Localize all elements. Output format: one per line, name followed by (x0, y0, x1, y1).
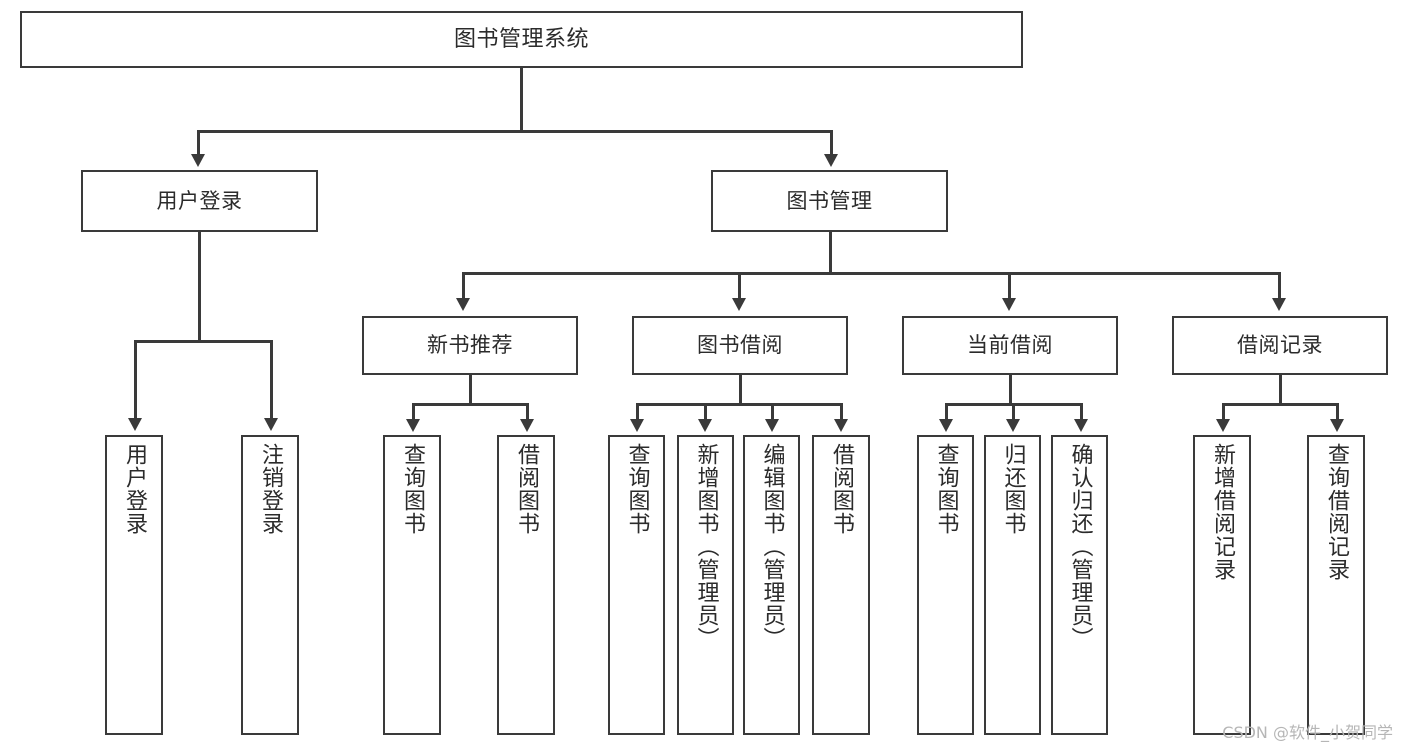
arrow-icon-root-2 (824, 154, 838, 167)
leaf-current-borrow-query[interactable]: 查询图书 (917, 435, 974, 735)
node-label: 新增图书（管理员） (693, 443, 719, 650)
leaf-book-borrow-edit[interactable]: 编辑图书（管理员） (743, 435, 800, 735)
leaf-book-borrow-add[interactable]: 新增图书（管理员） (677, 435, 734, 735)
connector-currentborrow-drop-2 (1012, 403, 1015, 421)
arrow-icon-bookborrow-3 (765, 419, 779, 432)
connector-bookmgmt-stem (829, 232, 832, 272)
connector-bookborrow-drop-1 (636, 403, 639, 421)
connector-newbook-drop-1 (412, 403, 415, 421)
node-label: 新增借阅记录 (1210, 443, 1235, 581)
connector-borrowrecord-bus (1222, 403, 1338, 406)
arrow-icon-bookborrow-2 (698, 419, 712, 432)
connector-currentborrow-drop-3 (1080, 403, 1083, 421)
connector-userlogin-stem (198, 232, 201, 340)
leaf-borrow-record-query[interactable]: 查询借阅记录 (1307, 435, 1365, 735)
node-label: 借阅图书 (829, 443, 854, 535)
connector-root-bus (197, 130, 832, 133)
node-label: 查询借阅记录 (1324, 443, 1349, 581)
connector-bookborrow-stem (739, 375, 742, 403)
connector-currentborrow-drop-1 (945, 403, 948, 421)
leaf-borrow-record-add[interactable]: 新增借阅记录 (1193, 435, 1251, 735)
connector-bookmgmt-drop-3 (1008, 272, 1011, 300)
connector-bookborrow-drop-3 (771, 403, 774, 421)
watermark-text: CSDN @软件_小贺同学 (1222, 723, 1393, 742)
connector-borrowrecord-drop-2 (1336, 403, 1339, 421)
connector-borrowrecord-stem (1279, 375, 1282, 403)
connector-userlogin-drop-2 (270, 340, 273, 420)
connector-currentborrow-stem (1009, 375, 1012, 403)
connector-root-drop-1 (197, 130, 200, 156)
arrow-icon-bookborrow-1 (630, 419, 644, 432)
node-label: 用户登录 (156, 188, 243, 213)
leaf-book-borrow-borrow[interactable]: 借阅图书 (812, 435, 870, 735)
connector-borrowrecord-drop-1 (1222, 403, 1225, 421)
arrow-icon-userlogin-1 (128, 418, 142, 431)
node-label: 图书借阅 (697, 333, 783, 358)
leaf-user-login-login[interactable]: 用户登录 (105, 435, 163, 735)
connector-bookborrow-bus (636, 403, 842, 406)
connector-bookmgmt-drop-1 (462, 272, 465, 300)
connector-userlogin-bus (134, 340, 272, 343)
connector-bookmgmt-drop-4 (1278, 272, 1281, 300)
connector-root-stem (520, 68, 523, 130)
connector-bookmgmt-drop-2 (738, 272, 741, 300)
arrow-icon-currentborrow-3 (1074, 419, 1088, 432)
arrow-icon-borrowrecord-1 (1216, 419, 1230, 432)
node-current-borrow[interactable]: 当前借阅 (902, 316, 1118, 375)
node-label: 图书管理系统 (453, 26, 589, 52)
node-label: 新书推荐 (427, 333, 513, 358)
node-root-book-management-system[interactable]: 图书管理系统 (20, 11, 1023, 68)
node-label: 确认归还（管理员） (1067, 443, 1093, 650)
arrow-icon-bookmgmt-1 (456, 298, 470, 311)
leaf-current-borrow-return[interactable]: 归还图书 (984, 435, 1041, 735)
connector-newbook-stem (469, 375, 472, 403)
arrow-icon-root-1 (191, 154, 205, 167)
arrow-icon-bookborrow-4 (834, 419, 848, 432)
node-label: 归还图书 (1000, 443, 1026, 535)
arrow-icon-newbook-2 (520, 419, 534, 432)
connector-newbook-bus (412, 403, 528, 406)
leaf-new-book-query[interactable]: 查询图书 (383, 435, 441, 735)
arrow-icon-bookmgmt-2 (732, 298, 746, 311)
node-label: 用户登录 (122, 443, 147, 535)
connector-root-drop-2 (830, 130, 833, 156)
leaf-new-book-borrow[interactable]: 借阅图书 (497, 435, 555, 735)
node-label: 查询图书 (400, 443, 425, 535)
arrow-icon-borrowrecord-2 (1330, 419, 1344, 432)
connector-bookborrow-drop-2 (704, 403, 707, 421)
arrow-icon-newbook-1 (406, 419, 420, 432)
node-book-borrow[interactable]: 图书借阅 (632, 316, 848, 375)
node-label: 查询图书 (933, 443, 959, 535)
node-borrow-record[interactable]: 借阅记录 (1172, 316, 1388, 375)
node-label: 借阅图书 (514, 443, 539, 535)
connector-newbook-drop-2 (526, 403, 529, 421)
node-label: 图书管理 (786, 188, 873, 213)
arrow-icon-bookmgmt-3 (1002, 298, 1016, 311)
node-label: 查询图书 (624, 443, 650, 535)
leaf-book-borrow-query[interactable]: 查询图书 (608, 435, 665, 735)
node-new-book-recommend[interactable]: 新书推荐 (362, 316, 578, 375)
node-label: 注销登录 (258, 443, 283, 535)
arrow-icon-userlogin-2 (264, 418, 278, 431)
arrow-icon-currentborrow-1 (939, 419, 953, 432)
connector-userlogin-drop-1 (134, 340, 137, 420)
node-book-management[interactable]: 图书管理 (711, 170, 948, 232)
node-user-login[interactable]: 用户登录 (81, 170, 318, 232)
node-label: 当前借阅 (967, 333, 1053, 358)
leaf-current-borrow-confirm-return[interactable]: 确认归还（管理员） (1051, 435, 1108, 735)
node-label: 编辑图书（管理员） (759, 443, 785, 650)
leaf-user-login-logout[interactable]: 注销登录 (241, 435, 299, 735)
connector-bookborrow-drop-4 (840, 403, 843, 421)
arrow-icon-currentborrow-2 (1006, 419, 1020, 432)
connector-bookmgmt-bus (462, 272, 1280, 275)
arrow-icon-bookmgmt-4 (1272, 298, 1286, 311)
node-label: 借阅记录 (1237, 333, 1323, 358)
